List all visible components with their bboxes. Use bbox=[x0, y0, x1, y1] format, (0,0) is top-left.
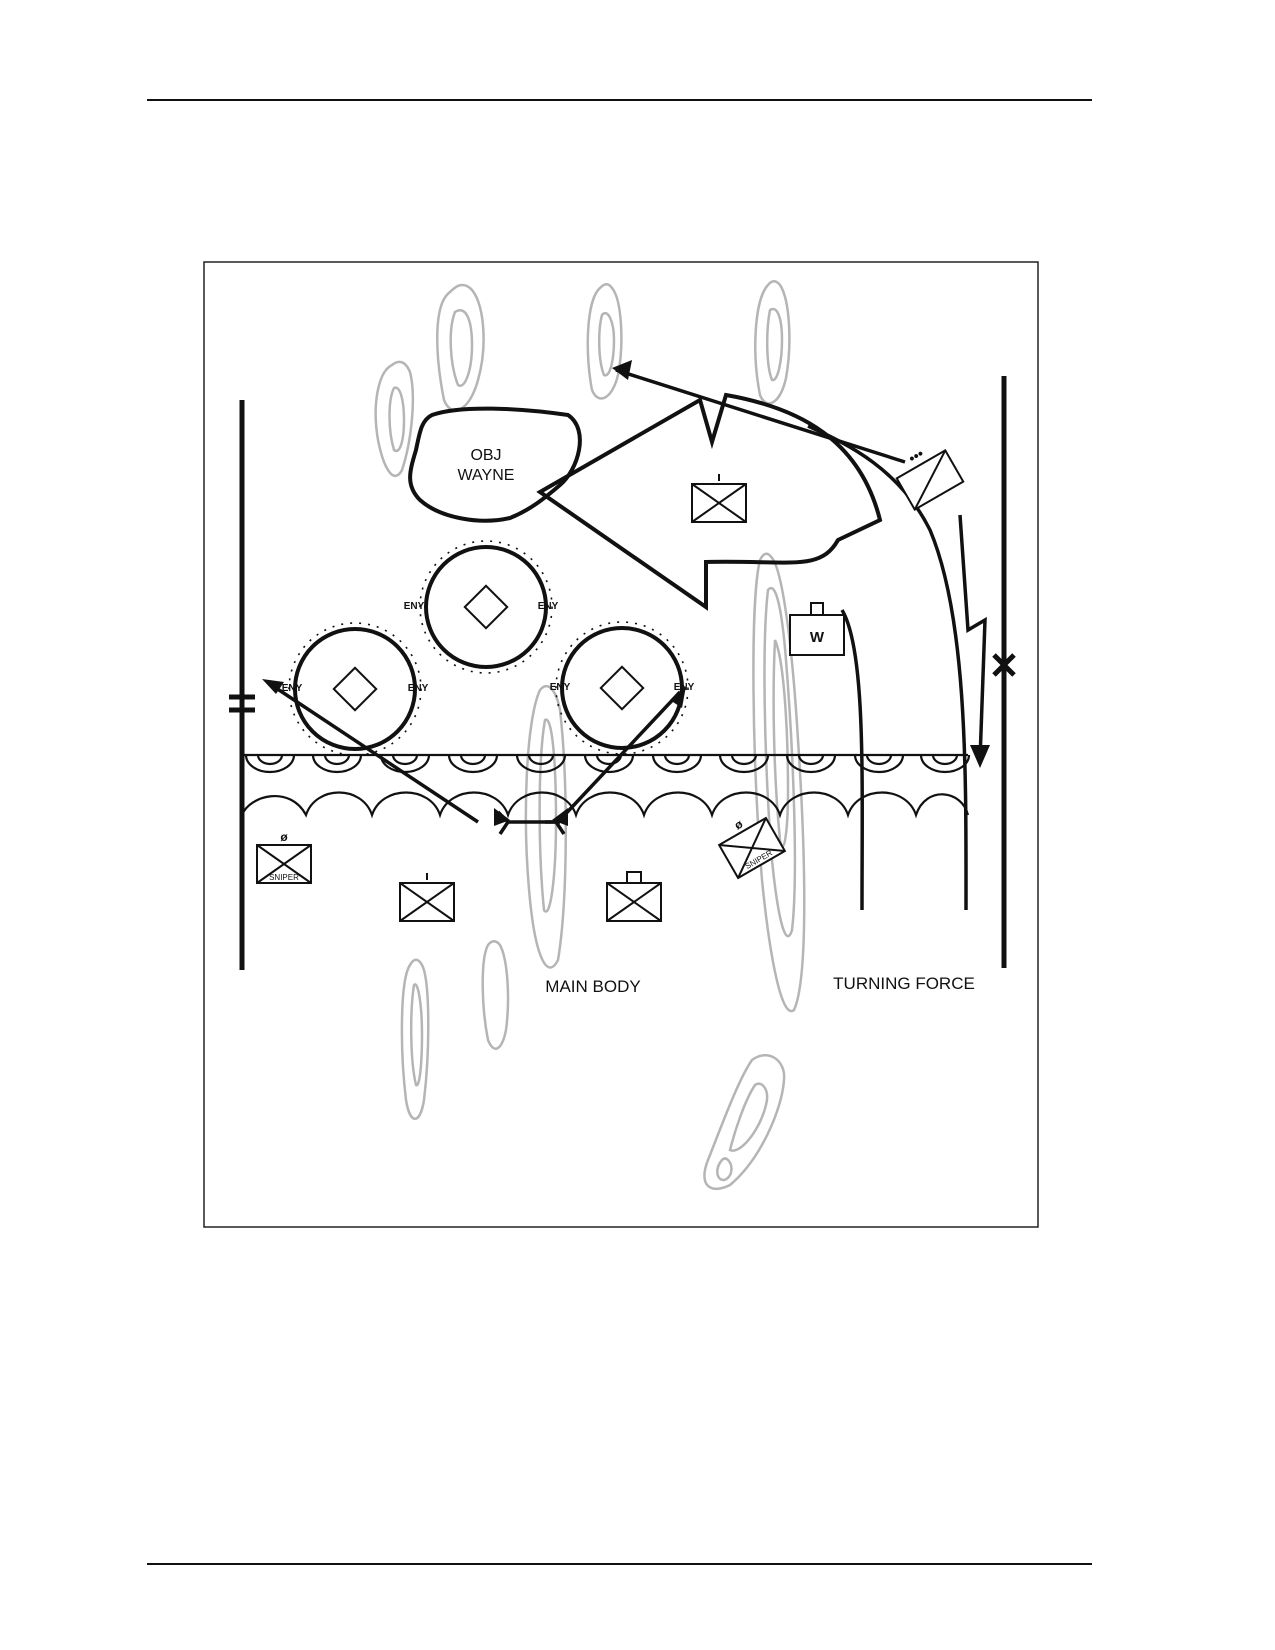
objective-label-line1: OBJ bbox=[470, 447, 501, 464]
right-boundary-x-marker bbox=[992, 653, 1016, 677]
unit-symbol-platoon-main bbox=[399, 873, 455, 922]
weapons-letter: W bbox=[810, 629, 825, 646]
top-rule bbox=[147, 99, 1092, 101]
arrowhead bbox=[970, 745, 990, 768]
enemy-position-left: ENY ENY bbox=[282, 622, 429, 756]
section-symbol: ø bbox=[280, 830, 288, 844]
arrowhead bbox=[494, 808, 510, 826]
eny-label: ENY bbox=[404, 601, 425, 612]
arrowhead bbox=[612, 360, 632, 380]
unit-symbol-weapons bbox=[789, 602, 845, 656]
arrowhead bbox=[262, 679, 284, 694]
recon-symbol: ••• bbox=[895, 445, 965, 511]
unit-symbol-sniper-left bbox=[256, 844, 312, 884]
enemy-position-right: ENY ENY bbox=[550, 621, 695, 755]
turning-force-label: TURNING FORCE bbox=[833, 974, 975, 993]
obstacle-belt bbox=[240, 753, 971, 819]
eny-label: ENY bbox=[538, 601, 559, 612]
unit-symbol-platoon-top bbox=[691, 474, 747, 523]
arrowhead bbox=[552, 808, 568, 826]
bottom-rule bbox=[147, 1563, 1092, 1565]
eny-label: ENY bbox=[408, 683, 429, 694]
main-body-label: MAIN BODY bbox=[545, 977, 640, 996]
main-attack-arrow bbox=[536, 392, 883, 611]
objective-label-line2: WAYNE bbox=[458, 467, 515, 484]
unit-symbol-company-main bbox=[606, 871, 662, 922]
left-boundary-marker bbox=[229, 694, 255, 713]
eny-label: ENY bbox=[282, 683, 303, 694]
support-attack-arrows bbox=[269, 682, 682, 835]
svg-text:•••: ••• bbox=[906, 445, 927, 466]
eny-label: ENY bbox=[550, 682, 571, 693]
sniper-label: SNIPER bbox=[269, 873, 299, 882]
eny-label: ENY bbox=[674, 682, 695, 693]
arrowhead bbox=[670, 686, 686, 708]
diagram-frame bbox=[203, 261, 1039, 1228]
turning-force-routes bbox=[615, 368, 987, 911]
enemy-position-top: ENY ENY bbox=[404, 540, 559, 674]
